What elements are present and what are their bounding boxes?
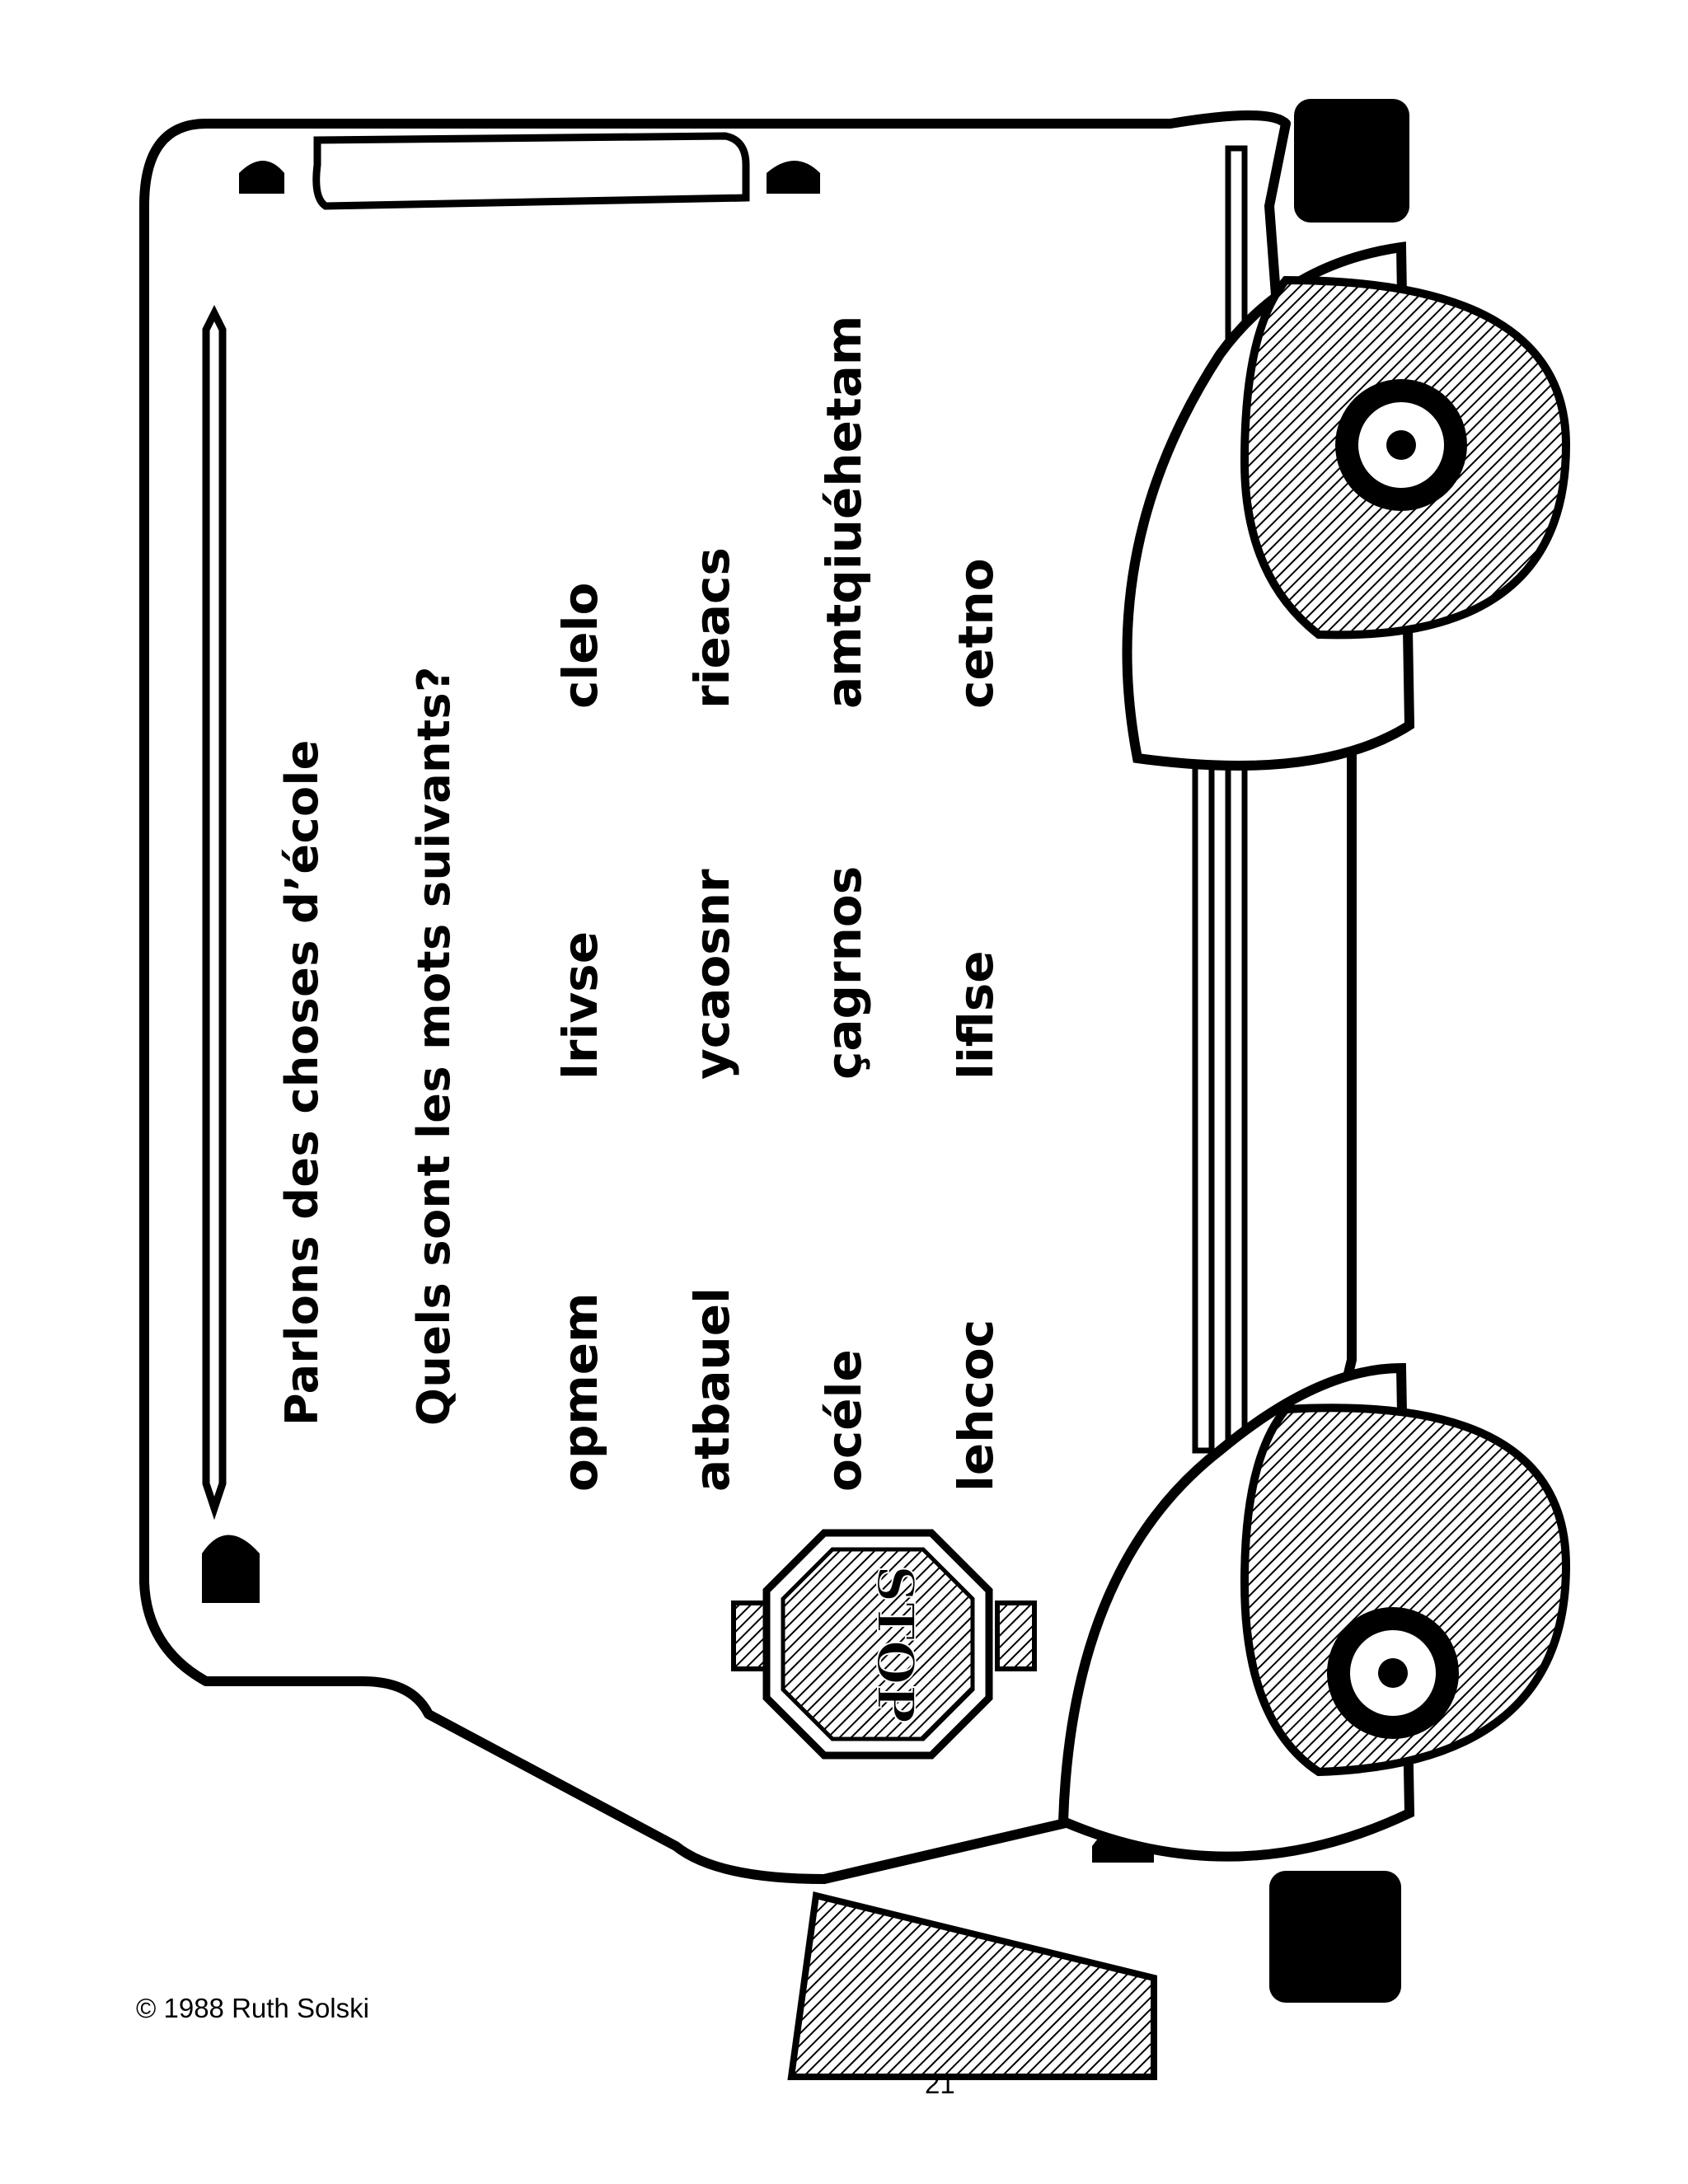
hub-bottom-center	[1378, 1658, 1408, 1688]
hub-top-center	[1386, 430, 1416, 460]
bus-roof-rail	[202, 304, 227, 1521]
scrambled-word: opmem	[552, 1292, 608, 1492]
scrambled-word: çagrnos	[816, 865, 872, 1080]
scrambled-word: amtqiuéhetam	[816, 315, 872, 709]
bus-top-window	[312, 132, 750, 210]
bumper-bottom	[1269, 1871, 1401, 2003]
stop-sign-text: STOP	[865, 1565, 926, 1723]
scrambled-word: atbauel	[684, 1286, 740, 1492]
worksheet-question: Quels sont les mots suivants?	[408, 666, 460, 1426]
bus-light-top-right	[767, 161, 820, 194]
scrambled-word: lrivse	[552, 930, 608, 1080]
bus-steps	[787, 1891, 1157, 2080]
scrambled-word: cetno	[948, 558, 1004, 709]
scrambled-word: rieacs	[684, 547, 740, 709]
scrambled-word: ycaosnr	[684, 869, 740, 1080]
bus-light-bottom-left	[202, 1535, 260, 1603]
scrambled-word: liflse	[948, 950, 1004, 1080]
worksheet-title: Parlons des choses d’école	[276, 739, 328, 1426]
scrambled-word: océle	[816, 1349, 872, 1492]
bus-body-outline	[139, 110, 1357, 1884]
stop-sign-inner	[781, 1547, 975, 1741]
page-number: 21	[925, 2069, 955, 2099]
bus-wheel-bottom	[1240, 1404, 1571, 1777]
bumper-top	[1294, 99, 1409, 223]
stop-arm-right	[995, 1601, 1037, 1671]
copyright-notice: © 1988 Ruth Solski	[136, 1993, 369, 2023]
scrambled-word: lehcoc	[948, 1319, 1004, 1492]
bus-light-top-left	[239, 161, 284, 194]
worksheet-rotated-block: Parlons des choses d’école Quels sont le…	[260, 316, 1004, 1492]
stop-arm-left	[731, 1601, 769, 1671]
scrambled-word: clelo	[552, 582, 608, 709]
